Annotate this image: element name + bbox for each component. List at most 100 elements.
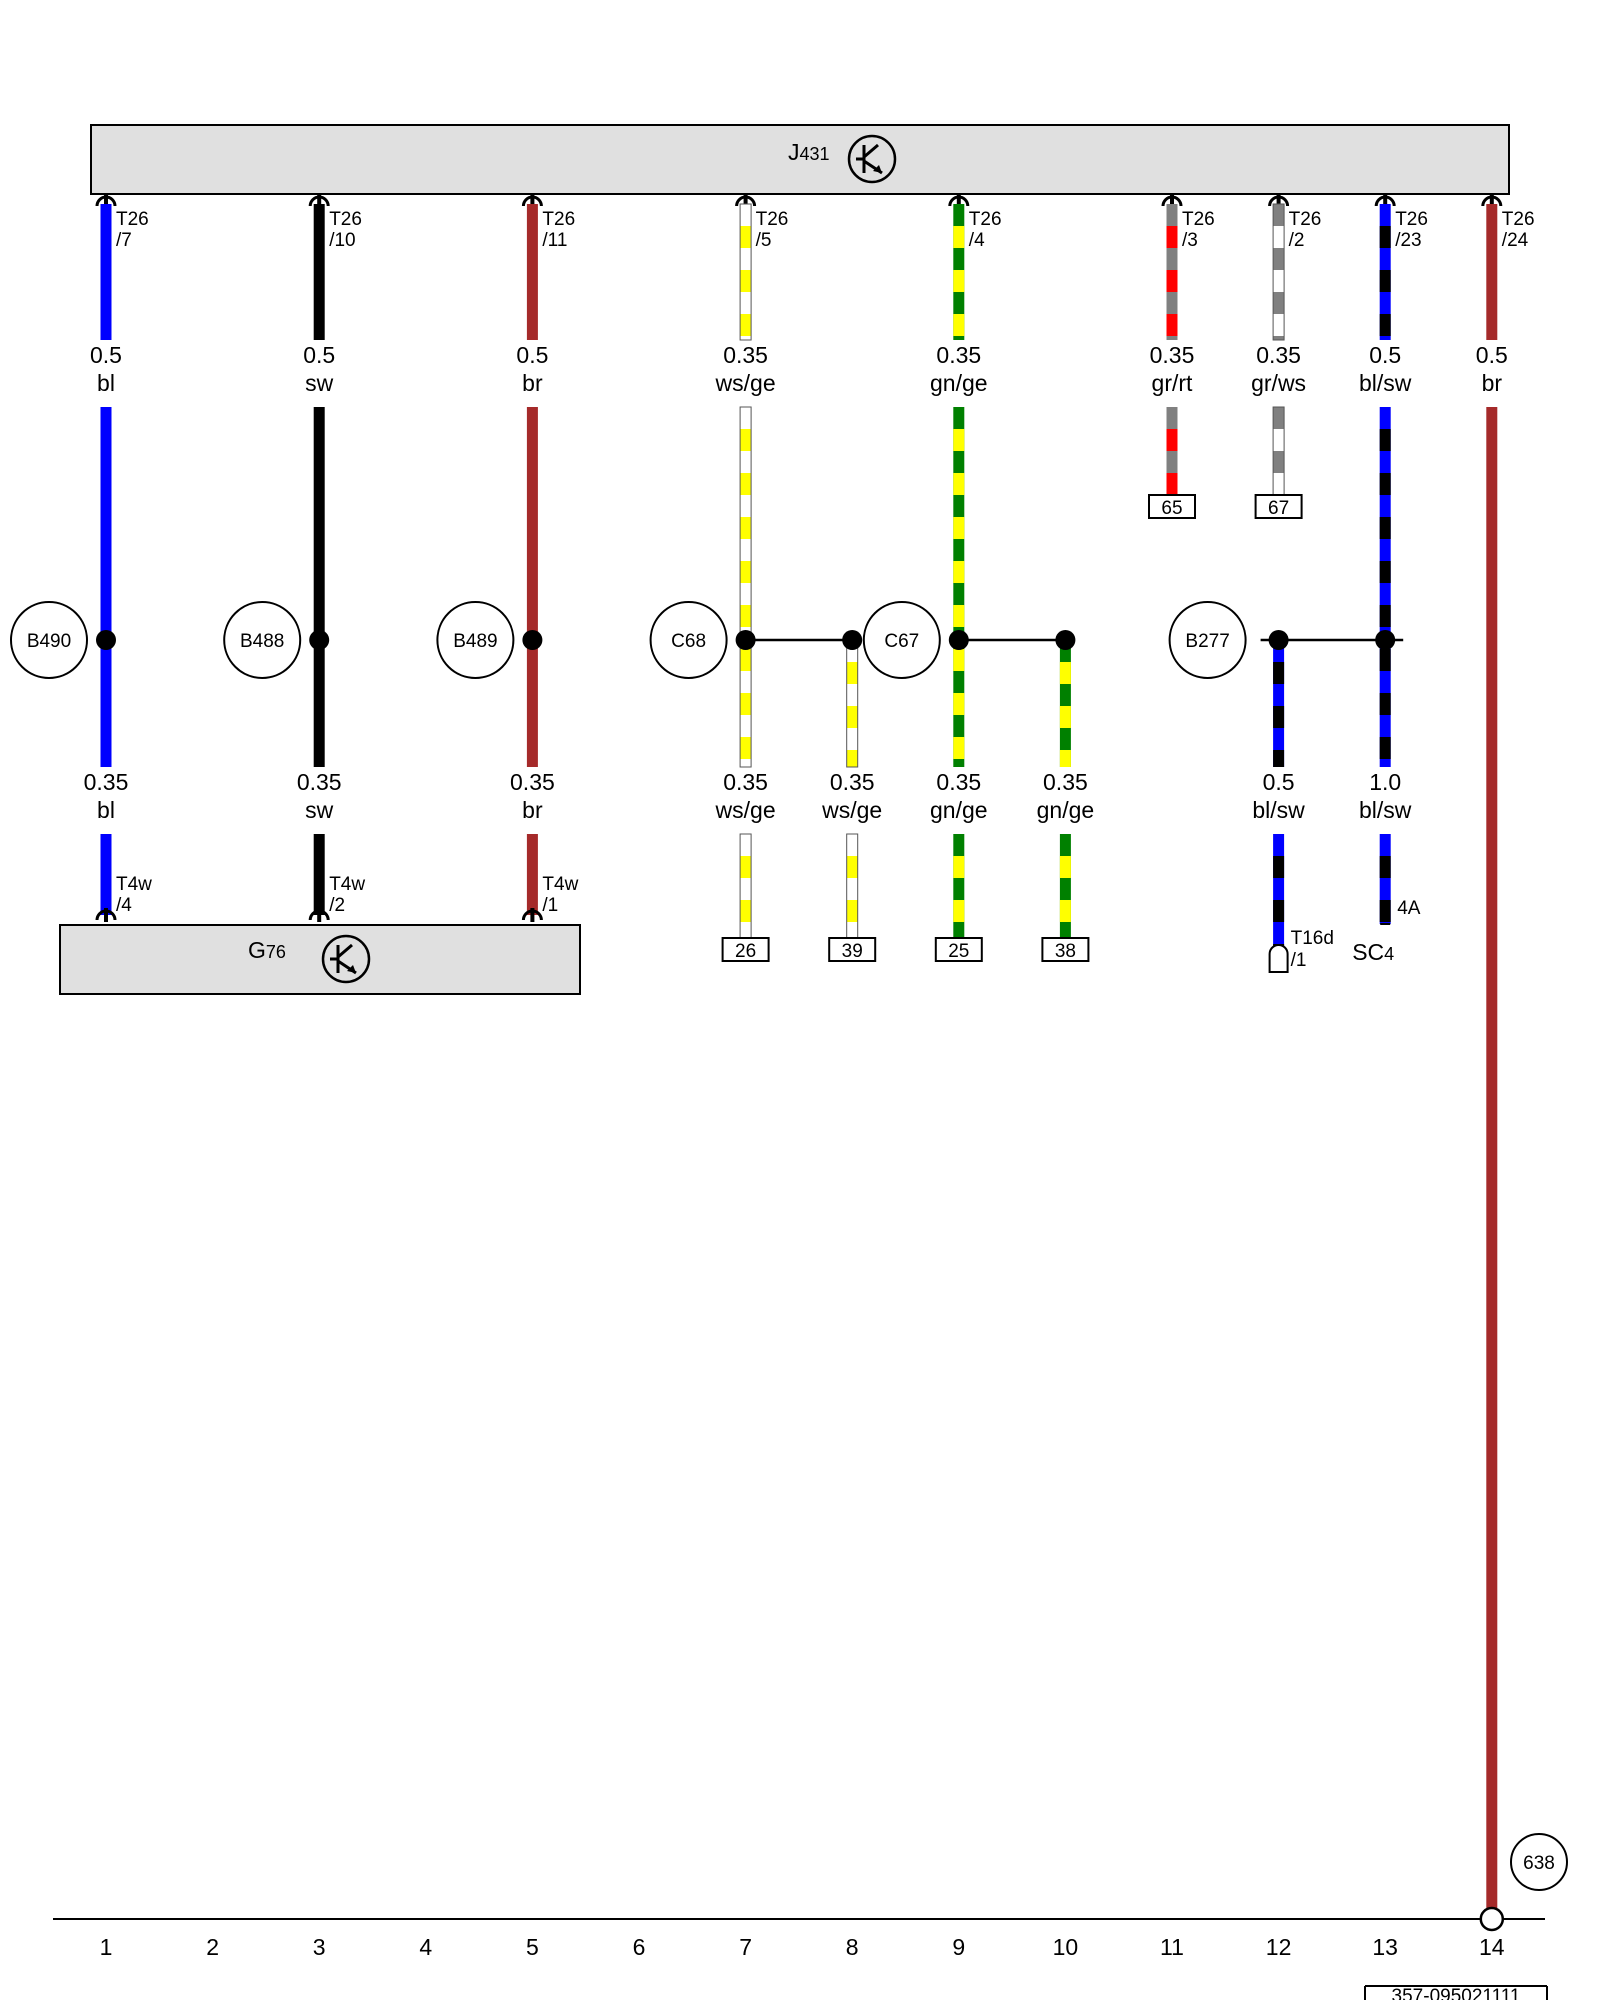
wire-color-label: ws/ge xyxy=(715,797,776,823)
wire-stripe xyxy=(1379,737,1391,759)
terminal-connector xyxy=(308,908,330,922)
column-number: 5 xyxy=(526,1934,539,1960)
wire-stripe xyxy=(1166,270,1178,292)
terminal-label-line2: /1 xyxy=(1291,950,1307,971)
reference-box: 25 xyxy=(934,937,983,962)
wire-stripe xyxy=(1273,900,1285,922)
terminal-label-line1: T26 xyxy=(969,209,1002,230)
wire-stripe xyxy=(953,473,965,495)
wire-outline xyxy=(739,406,752,768)
wire-stripe xyxy=(953,856,965,878)
ref-box-label: 65 xyxy=(1161,498,1182,519)
terminal-connector xyxy=(308,194,330,208)
wires-layer xyxy=(95,194,1505,1932)
wire-stripe xyxy=(1273,856,1285,878)
terminal-connector xyxy=(1268,194,1290,208)
reference-box: 38 xyxy=(1041,937,1090,962)
wire-to-ref xyxy=(1272,406,1285,496)
wire-upper xyxy=(1486,204,1498,340)
wire-segment xyxy=(313,834,325,915)
wire-upper xyxy=(526,204,538,340)
wire-segment xyxy=(100,834,112,915)
terminal-connector xyxy=(95,194,117,208)
column-number: 1 xyxy=(100,1934,113,1960)
electronic-component-symbol-icon xyxy=(847,134,897,184)
wire-to-ground xyxy=(1486,407,1498,1908)
wire-size-label: 0.35 xyxy=(297,769,342,795)
wire-size-label: 0.35 xyxy=(1150,342,1195,368)
column-number: 2 xyxy=(206,1934,219,1960)
wire-stripe xyxy=(740,856,752,878)
wire-size-label: 0.35 xyxy=(830,769,875,795)
terminal-connector xyxy=(521,908,543,922)
wire-stripe xyxy=(953,517,965,539)
circle-marker xyxy=(649,601,728,679)
wire-outline xyxy=(739,203,752,341)
wire-color-label: ws/ge xyxy=(821,797,882,823)
wire-stripe xyxy=(1379,693,1391,715)
wire-stripe xyxy=(740,429,752,451)
wire-base xyxy=(740,407,752,767)
circle-marker xyxy=(10,601,88,679)
wire-stripe xyxy=(1273,429,1285,451)
wire-stripe xyxy=(740,605,752,627)
branch-wire-lower xyxy=(1059,834,1071,938)
wire-base xyxy=(1059,834,1071,938)
fuse-terminal-label: 4A xyxy=(1397,898,1421,919)
wire-stripe xyxy=(1059,706,1071,728)
ref-box xyxy=(828,937,877,962)
wire-upper-spec: 0.5br xyxy=(1476,342,1508,396)
wire-upper xyxy=(1272,203,1285,341)
wire-size-label: 0.35 xyxy=(936,342,981,368)
wire-stripe xyxy=(740,561,752,583)
column-number: 12 xyxy=(1266,1934,1292,1960)
branch-wire-spec: 0.5bl/sw xyxy=(1252,769,1305,823)
wire-stripe xyxy=(846,706,858,728)
wire-lower xyxy=(526,834,538,915)
ref-box-label: 39 xyxy=(842,941,863,962)
wire-color-label: bl/sw xyxy=(1359,370,1412,396)
sensor-g76-box xyxy=(59,924,581,995)
plug-body xyxy=(1268,944,1289,973)
circle-marker-label: C68 xyxy=(671,631,706,652)
reference-box: 26 xyxy=(721,937,770,962)
wire-base xyxy=(846,834,858,938)
sensor-g76-label: G76 xyxy=(248,937,286,963)
wire-base xyxy=(1273,640,1285,767)
branch-wire-lower xyxy=(846,833,859,939)
wire-upper-spec: 0.5bl/sw xyxy=(1359,342,1412,396)
terminal-label-line1: T26 xyxy=(756,209,789,230)
terminal-label: T26/5 xyxy=(756,209,789,251)
wire-color-label: bl xyxy=(97,370,115,396)
terminal-label-line1: T26 xyxy=(329,209,362,230)
terminal-connector xyxy=(1374,194,1396,208)
connector-pin xyxy=(104,194,108,208)
terminal-label: T26/4 xyxy=(969,209,1002,251)
wire-stripe xyxy=(1166,473,1178,495)
wire-stripe xyxy=(1273,706,1285,728)
wire-stripe xyxy=(846,856,858,878)
wire-stripe xyxy=(740,473,752,495)
column-number: 7 xyxy=(739,1934,752,1960)
control-unit-j431: J431 xyxy=(90,124,1510,195)
reference-box: 65 xyxy=(1148,494,1196,519)
wire-segment xyxy=(526,204,538,340)
wire-stripe xyxy=(740,517,752,539)
circle-marker xyxy=(436,601,515,679)
ref-box xyxy=(1254,494,1303,519)
connector-pin xyxy=(317,194,322,208)
wire-color-label: ws/ge xyxy=(715,370,776,396)
ref-box-label: 26 xyxy=(735,941,756,962)
wire-stripe xyxy=(1379,270,1391,292)
wire-upper xyxy=(1166,204,1178,340)
wire-stripe xyxy=(1379,517,1391,539)
wire-size-label: 0.5 xyxy=(1476,342,1508,368)
wire-stripe xyxy=(953,649,965,671)
circle-marker-label: 638 xyxy=(1523,1853,1555,1874)
